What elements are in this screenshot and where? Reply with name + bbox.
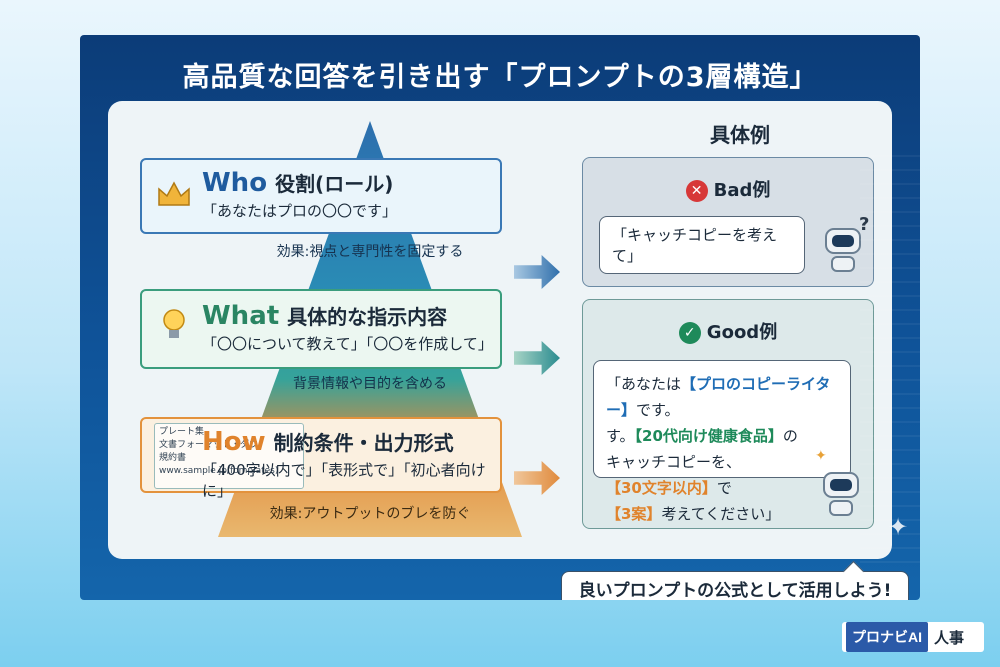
layer-what-example: 「〇〇について教えて」「〇〇を作成して」: [202, 335, 493, 353]
arrow-what: [514, 341, 560, 375]
bad-example-card: ✕Bad例 「キャッチコピーを考えて」 ?: [582, 157, 874, 287]
question-mark-icon: ?: [859, 214, 870, 235]
template-line-1: プレート集: [159, 427, 205, 437]
layer-what-en: What: [202, 301, 280, 331]
good-highlight-role: 【プロのコピーライター】: [606, 375, 831, 419]
good-text-7: 考えてください」: [661, 505, 781, 523]
brand-name: プロナビAI: [846, 622, 928, 652]
bad-prompt: 「キャッチコピーを考えて」: [612, 226, 778, 265]
crown-icon: [154, 174, 194, 214]
layer-what: What 具体的な指示内容 「〇〇について教えて」「〇〇を作成して」: [140, 289, 502, 369]
cta-bubble: 良いプロンプトの公式として活用しよう!: [561, 571, 909, 600]
good-text-6: で: [716, 479, 732, 497]
layer-what-jp: 具体的な指示内容: [287, 305, 448, 329]
template-line-3: 規約書: [159, 453, 187, 463]
page-title: 高品質な回答を引き出す「プロンプトの3層構造」: [182, 62, 818, 93]
lightbulb-icon: [154, 305, 194, 345]
layer-how-en: How: [202, 427, 266, 457]
layer-how: プレート集 文書フォーマット・ダウ 規約書 www.sample.jp/fomp…: [140, 417, 502, 500]
good-text-3: す。: [606, 427, 635, 445]
layer-how-effect: 効果:アウトプットのブレを防ぐ: [269, 506, 471, 522]
sparkle-icon: ✦: [888, 513, 909, 541]
bad-prompt-bubble: 「キャッチコピーを考えて」: [599, 216, 805, 274]
layer-how-example: 「400字以内で」「表形式で」「初心者向けに」: [202, 461, 486, 500]
good-prompt-bubble: 「あなたは【プロのコピーライター】です。 す。【20代向け健康食品】の キャッチ…: [593, 360, 851, 523]
infographic-panel: 高品質な回答を引き出す「プロンプトの3層構造」 Who 役割(ロール) 「あなた…: [80, 35, 920, 600]
layer-what-effect: 背景情報や目的を含める: [293, 376, 447, 392]
good-highlight-count: 【3案】: [606, 505, 662, 523]
layer-who-en: Who: [202, 168, 268, 198]
template-line-2: 文書フォーマット・ダウ: [159, 440, 259, 450]
good-highlight-target: 【20代向け健康食品】: [634, 427, 783, 445]
check-circle-icon: ✓: [678, 322, 701, 344]
content-area: Who 役割(ロール) 「あなたはプロの〇〇です」 効果:視点と専門性を固定する…: [108, 101, 909, 600]
template-url: www.sample.jp/fomplates): [159, 466, 279, 476]
layer-how-jp: 制約条件・出力形式: [273, 431, 454, 455]
layer-who-effect: 効果:視点と専門性を固定する: [276, 244, 464, 260]
bad-label: Bad例: [713, 180, 771, 201]
robot-icon: [819, 464, 863, 518]
good-text-2: です。: [636, 401, 680, 419]
arrow-who: [514, 255, 560, 289]
good-highlight-length: 【30文字以内】: [606, 479, 717, 497]
good-example-card: ✓Good例 「あなたは【プロのコピーライター】です。 す。【20代向け健康食品…: [582, 299, 874, 529]
template-card: プレート集 文書フォーマット・ダウ 規約書 www.sample.jp/fomp…: [154, 423, 304, 489]
robot-icon: [821, 220, 865, 274]
brand-logo: プロナビAI 人事: [842, 622, 984, 652]
good-text-4: の: [782, 427, 798, 445]
layer-who-example: 「あなたはプロの〇〇です」: [202, 202, 398, 220]
arrow-how: [514, 461, 560, 495]
layer-who-jp: 役割(ロール): [275, 172, 394, 196]
good-text-1: 「あなたは: [606, 375, 682, 393]
layer-who: Who 役割(ロール) 「あなたはプロの〇〇です」: [140, 158, 502, 234]
good-label: Good例: [706, 322, 778, 343]
concrete-heading: 具体例: [710, 123, 770, 147]
sparkle-icon: ✦: [815, 448, 827, 464]
good-text-5: キャッチコピーを、: [606, 453, 742, 471]
x-circle-icon: ✕: [685, 180, 708, 202]
brand-suffix: 人事: [934, 629, 965, 647]
